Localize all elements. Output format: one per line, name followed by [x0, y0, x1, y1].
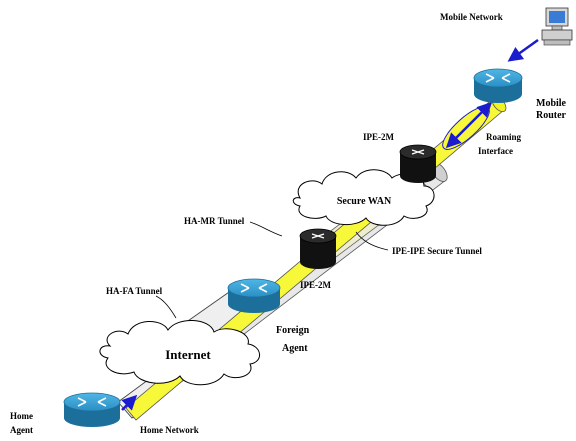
secure-wan-cloud: Secure WAN [292, 169, 435, 226]
home-agent-link [121, 394, 138, 411]
mobile-router-icon [473, 68, 523, 103]
foreign-agent-label-2: Agent [282, 343, 308, 354]
roaming-interface-label-1: Roaming [486, 132, 522, 142]
home-agent-router-icon [63, 392, 121, 427]
home-network-label: Home Network [140, 425, 199, 435]
roaming-interface-link [442, 101, 493, 150]
home-agent-label-1: Home [10, 411, 33, 421]
ipe-ipe-tunnel-label: IPE-IPE Secure Tunnel [392, 246, 482, 256]
internet-cloud: Internet [99, 320, 260, 386]
mobile-router-label-1: Mobile [536, 98, 567, 109]
foreign-agent-router-icon [227, 278, 281, 313]
foreign-agent-label-1: Foreign [276, 325, 310, 336]
internet-label: Internet [165, 347, 211, 362]
ipe-2m-mid-label: IPE-2M [300, 280, 332, 290]
leader-lines [155, 221, 389, 319]
home-agent-label-2: Agent [10, 425, 33, 435]
secure-wan-label: Secure WAN [337, 196, 392, 207]
mobile-network-label: Mobile Network [440, 12, 503, 22]
roaming-interface-label-2: Interface [478, 146, 513, 156]
ha-mr-tunnel-label: HA-MR Tunnel [184, 216, 245, 226]
computer-icon [541, 7, 573, 46]
mobile-network-link [507, 38, 539, 62]
mobile-router-label-2: Router [536, 110, 567, 121]
ipe-2m-mid-icon [299, 228, 337, 269]
ipe-2m-top-icon [399, 144, 437, 183]
ha-fa-tunnel-label: HA-FA Tunnel [106, 286, 163, 296]
ipe-2m-top-label: IPE-2M [363, 132, 395, 142]
